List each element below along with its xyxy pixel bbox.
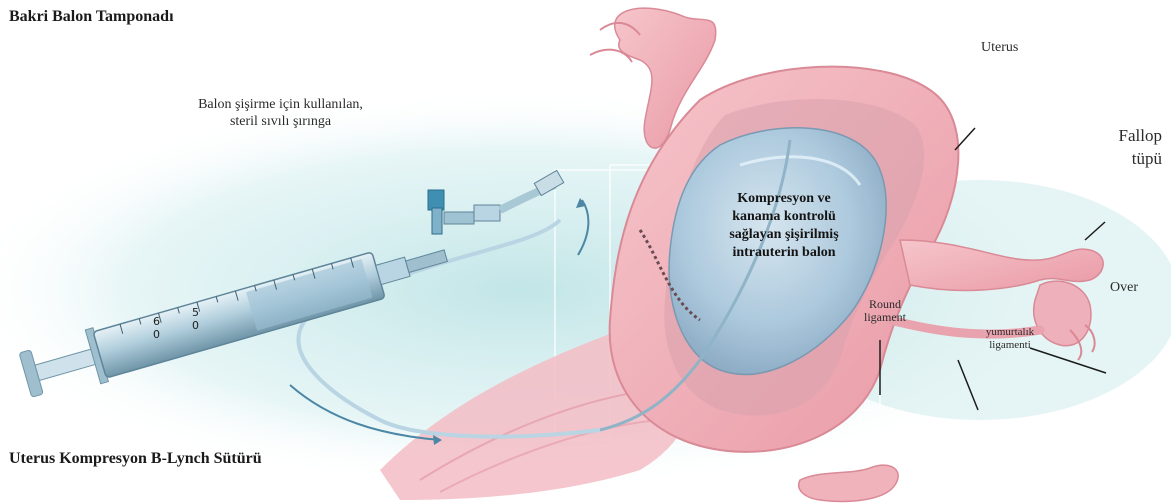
label-round-ligament: Round ligament bbox=[850, 298, 920, 324]
label-syringe: Balon şişirme için kullanılan, steril sı… bbox=[168, 96, 393, 130]
label-syringe-line2: steril sıvılı şırınga bbox=[168, 113, 393, 130]
syringe-mark-50-bottom: 0 bbox=[192, 320, 199, 331]
label-uterus: Uterus bbox=[981, 39, 1018, 56]
label-fallop: Fallop tüpü bbox=[1100, 124, 1162, 170]
label-balloon-line1: Kompresyon ve bbox=[694, 190, 874, 208]
bottom-adnexa bbox=[799, 465, 898, 501]
label-ovarian-line2: ligamenti bbox=[970, 339, 1050, 352]
label-balloon: Kompresyon ve kanama kontrolü sağlayan ş… bbox=[694, 190, 874, 262]
label-round-line2: ligament bbox=[850, 311, 920, 324]
syringe-mark-50-top: 5 bbox=[192, 307, 199, 318]
label-balloon-line4: intrauterin balon bbox=[694, 244, 874, 262]
label-over: Over bbox=[1110, 279, 1138, 296]
label-fallop-line1: Fallop bbox=[1100, 124, 1162, 147]
syringe-mark-60-top: 6 bbox=[153, 316, 160, 327]
label-ovarian-line1: yumurtalık bbox=[970, 326, 1050, 339]
title-bakri: Bakri Balon Tamponadı bbox=[9, 8, 174, 26]
label-balloon-line2: kanama kontrolü bbox=[694, 208, 874, 226]
label-ovarian-ligament: yumurtalık ligamenti bbox=[970, 326, 1050, 352]
label-syringe-line1: Balon şişirme için kullanılan, bbox=[168, 96, 393, 113]
syringe-mark-60-bottom: 0 bbox=[153, 329, 160, 340]
label-fallop-line2: tüpü bbox=[1100, 147, 1162, 170]
title-b-lynch: Uterus Kompresyon B-Lynch Sütürü bbox=[9, 450, 262, 468]
label-balloon-line3: sağlayan şişirilmiş bbox=[694, 226, 874, 244]
